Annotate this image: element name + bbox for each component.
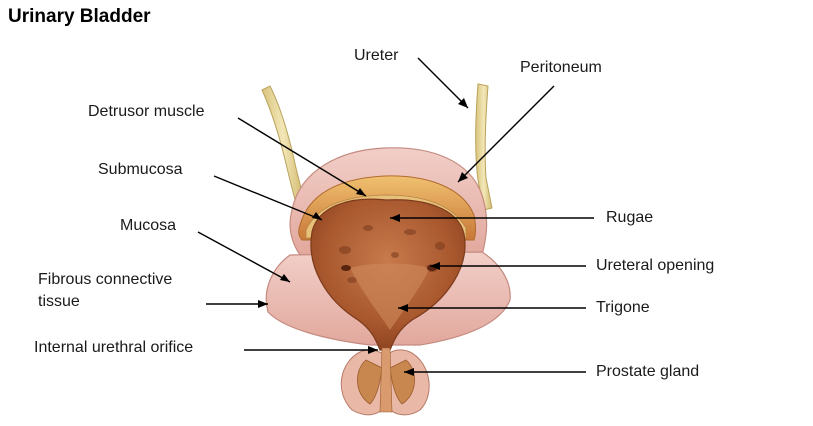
leader-arrowheads xyxy=(258,98,468,376)
label-mucosa: Mucosa xyxy=(120,217,177,234)
label-internal-urethral-orifice: Internal urethral orifice xyxy=(34,339,194,356)
label-submucosa: Submucosa xyxy=(98,161,183,178)
label-trigone: Trigone xyxy=(596,299,650,316)
leader-ureter xyxy=(417,57,469,109)
label-ureteral-opening: Ureteral opening xyxy=(596,257,715,274)
left-ureteral-opening xyxy=(341,265,351,271)
label-prostate-gland: Prostate gland xyxy=(596,363,700,380)
label-peritoneum: Peritoneum xyxy=(520,59,602,76)
urethra xyxy=(379,347,393,413)
leader-submucosa xyxy=(213,175,323,221)
label-fibrous-line1: Fibrous connective xyxy=(38,271,173,288)
leader-lines xyxy=(197,57,594,373)
leader-peritoneum xyxy=(457,85,555,183)
leader-mucosa xyxy=(197,231,291,283)
rugae-texture xyxy=(339,225,445,283)
diagram-title: Urinary Bladder xyxy=(8,6,151,27)
right-ureter xyxy=(475,83,493,211)
label-detrusor-muscle: Detrusor muscle xyxy=(88,103,205,120)
trigone-area xyxy=(350,263,430,330)
label-rugae: Rugae xyxy=(606,209,654,226)
label-ureter: Ureter xyxy=(354,47,399,64)
label-fibrous-line2: tissue xyxy=(38,293,80,310)
leader-detrusor xyxy=(237,117,367,197)
